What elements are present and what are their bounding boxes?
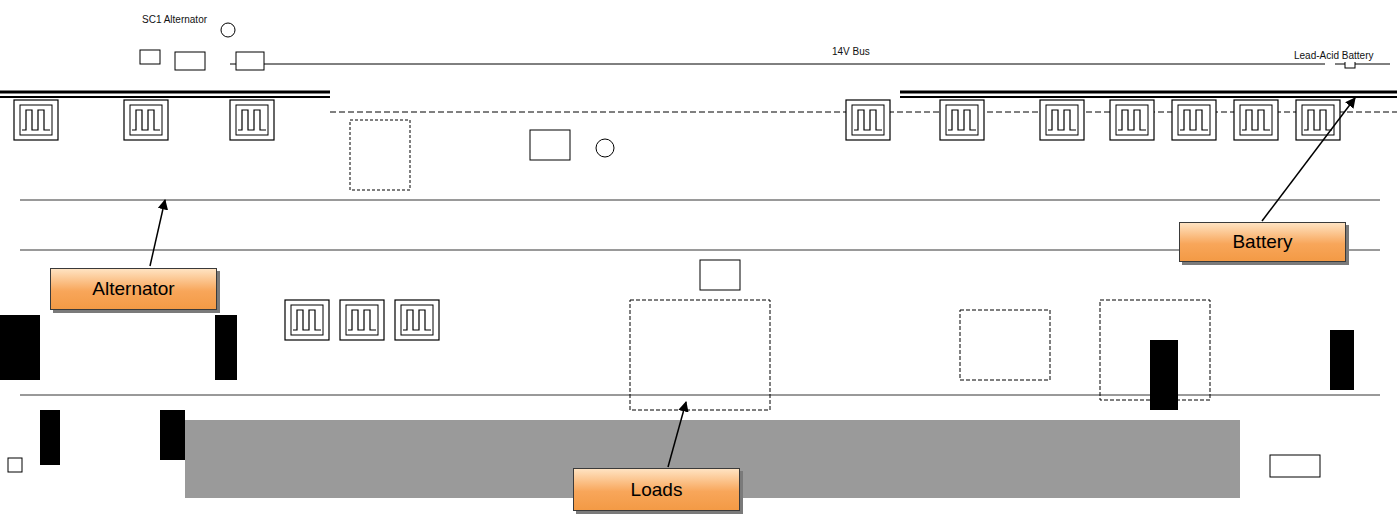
- schematic-label: SC1 Alternator: [140, 14, 209, 26]
- schematic-label: Lead-Acid Battery: [1292, 50, 1376, 62]
- callout-text: Alternator: [82, 278, 184, 300]
- callout-box: Loads: [573, 468, 740, 511]
- callout-box: Battery: [1179, 222, 1346, 262]
- callout-text: Battery: [1222, 231, 1302, 253]
- schematic-label: 14V Bus: [830, 46, 872, 58]
- callout-box: Alternator: [50, 268, 217, 310]
- callout-text: Loads: [621, 479, 693, 501]
